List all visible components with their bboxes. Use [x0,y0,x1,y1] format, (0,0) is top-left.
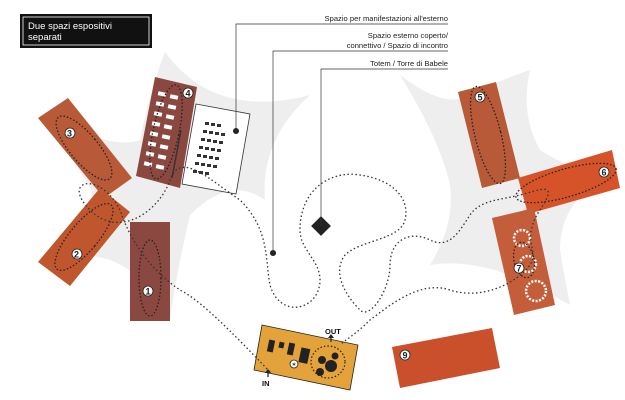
space-7-path [512,241,536,279]
space-9-marker [399,349,411,361]
space-4-marker [182,87,194,99]
space-3-block [38,98,132,198]
svg-text:✶: ✶ [292,362,297,369]
space-6-number: 6 [602,168,607,178]
space-4-block [136,77,197,188]
space-5-marker [474,91,486,103]
space-3-number: 3 [67,129,72,139]
space-6-path [515,162,617,204]
space-7-marker [513,262,525,274]
space-1-marker [142,285,154,297]
title-line-1: Due spazi espositivi [28,21,112,32]
entrance-out-arrow-icon [328,334,334,338]
space-5-block [458,82,520,188]
legend-leader-covered [272,50,448,253]
legend-covered-space-line-2: connettivo / Spazio di incontro [347,41,448,50]
space-9-number: 9 [403,351,408,361]
entrance-path [310,345,346,379]
entrance-star-marker [289,359,299,369]
space-7-block [492,208,555,315]
outdoor-events-seats [193,122,225,175]
title-line-2: separati [28,32,62,43]
space-3-path [55,115,113,181]
space-4-number: 4 [186,89,191,99]
title-background [20,14,152,48]
space-9: 9 [392,328,500,388]
space-6: 6 [515,150,620,214]
entrance-building: ✶ IN OUT [253,324,359,391]
space-4-path [149,84,183,180]
canopy-right [400,70,610,305]
entrance-in-label: IN [262,379,270,388]
space-4: 4 [136,77,197,188]
space-7: 7 [492,208,555,315]
visitor-route-path [78,166,549,373]
space-1: 1 [130,222,170,321]
space-2-path [54,202,114,272]
space-1-block [130,222,170,321]
space-5-number: 5 [478,93,483,103]
title-inner-border [22,16,150,46]
space-3-marker [64,127,76,139]
legend-leader-outdoor [235,23,448,131]
legend-leader-totem [320,68,448,226]
space-9-block [392,328,500,388]
space-3: 3 [38,98,132,198]
space-7-number: 7 [517,264,522,274]
space-6-marker [598,166,610,178]
legend-covered-space-line-1: Spazio esterno coperto/ [368,31,449,40]
space-1-path [138,239,162,317]
space-2: 2 [38,188,130,286]
space-2-number: 2 [74,250,79,260]
title-box: Due spazi espositivi separati [20,14,152,48]
legend-totem: Totem / Torre di Babele [370,59,448,68]
space-1-number: 1 [146,287,151,297]
space-5-path [469,85,507,185]
space-5: 5 [458,82,520,188]
space-6-block [518,150,620,214]
entrance-out-label: OUT [325,327,341,336]
legend-leaders [235,23,448,253]
outdoor-events-stage-line [171,129,182,179]
space-2-marker [71,248,83,260]
canopy-right-shape [400,70,610,305]
legend-outdoor-events: Spazio per manifestazioni all'esterno [325,14,448,23]
space-2-block [38,188,130,286]
